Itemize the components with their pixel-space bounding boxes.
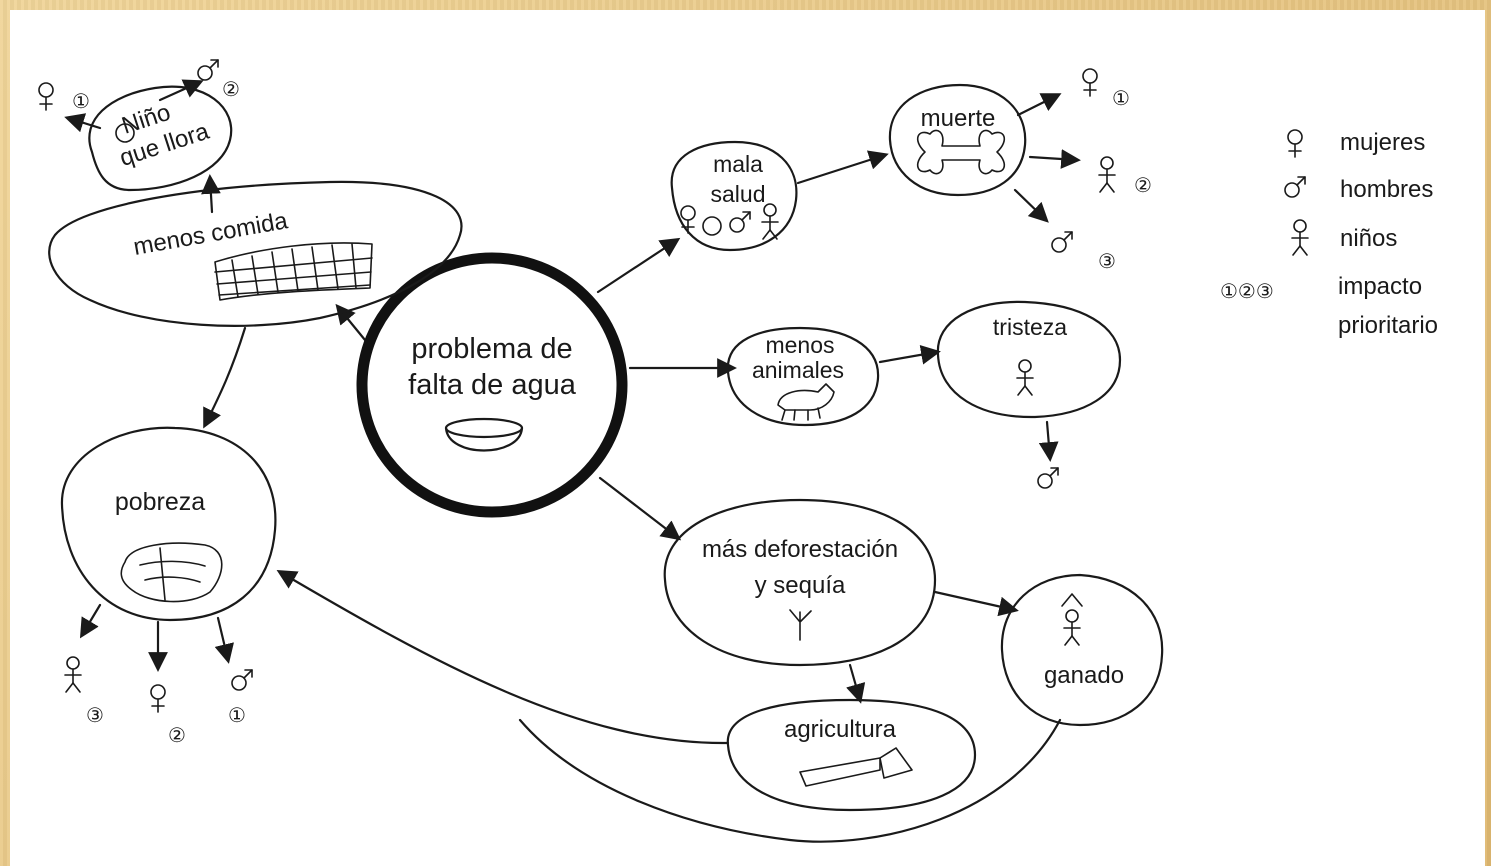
muerte-label: muerte	[921, 105, 996, 132]
man-symbol-icon	[1284, 176, 1306, 198]
dead-tree-icon	[789, 609, 812, 641]
priority-mark: ②	[168, 725, 186, 747]
mala-salud-line2: salud	[711, 181, 766, 207]
arrow-nino-woman	[64, 113, 102, 133]
animal-icon	[777, 383, 835, 421]
pobreza-man-mark: ①	[228, 669, 253, 727]
center-title-line2: falta de agua	[408, 369, 577, 401]
deforestacion-line2: y sequía	[755, 572, 846, 599]
menos-comida-label: menos comida	[131, 207, 290, 261]
agricultura-label: agricultura	[784, 716, 897, 743]
legend-impact-marks: ①②③	[1220, 281, 1274, 303]
priority-mark: ③	[1098, 251, 1116, 273]
mala-salud-line1: mala	[713, 151, 763, 177]
arrow-to-muerte	[796, 150, 889, 185]
woman-symbol-icon	[1287, 129, 1303, 158]
priority-mark: ①	[1112, 88, 1130, 110]
child-symbol-icon	[1291, 219, 1309, 256]
legend-impact-line2: prioritario	[1338, 312, 1438, 339]
priority-mark: ②	[1134, 175, 1152, 197]
node-menos-animales: menos animales	[726, 326, 880, 427]
pobreza-child-mark: ③	[64, 656, 104, 727]
priority-mark: ③	[86, 705, 104, 727]
muerte-woman-mark: ①	[1082, 68, 1130, 110]
arrow-to-deforestacion	[598, 476, 682, 541]
legend-men: hombres	[1340, 176, 1433, 203]
arrow-to-mala-salud	[596, 237, 681, 294]
node-tristeza: tristeza	[936, 300, 1122, 419]
node-pobreza: pobreza	[60, 426, 277, 622]
priority-mark: ①	[72, 91, 90, 113]
line-ganado-loop	[518, 718, 1062, 843]
arrow-to-nino	[201, 174, 221, 214]
herder-icon	[1063, 609, 1081, 646]
node-nino-que-llora: Niño que llora	[88, 85, 233, 192]
legend-impact-line1: impacto	[1338, 273, 1422, 300]
bowl-icon	[444, 417, 524, 452]
node-ganado: ganado	[1000, 573, 1164, 727]
crying-face-icon	[115, 123, 135, 143]
arrow-to-ganado	[933, 590, 1019, 617]
muerte-child-mark: ②	[1098, 156, 1152, 197]
pobreza-woman-mark: ②	[150, 684, 186, 747]
arrow-pobreza-man	[214, 616, 234, 664]
legend: mujeres hombres niños ①②③ impacto priori…	[1220, 129, 1438, 339]
menos-animales-line2: animales	[752, 357, 844, 383]
node-deforestacion: más deforestación y sequía	[663, 498, 937, 667]
field-icon	[214, 242, 373, 301]
center-title-line1: problema de	[411, 333, 572, 365]
deforestacion-line1: más deforestación	[702, 536, 898, 563]
ganado-label: ganado	[1044, 662, 1124, 689]
arrow-nino-man	[158, 79, 204, 102]
connector-arrows	[64, 79, 1081, 843]
diagram-sheet	[10, 10, 1485, 866]
arrow-tristeza-man	[1038, 420, 1059, 462]
menos-animales-line1: menos	[765, 332, 834, 358]
center-node: problema de falta de agua	[356, 252, 628, 518]
hat-icon	[1061, 593, 1083, 607]
node-agricultura: agricultura	[726, 698, 977, 812]
plough-icon	[799, 747, 913, 787]
muerte-man-mark: ③	[1051, 231, 1116, 273]
arrow-to-pobreza	[203, 326, 247, 429]
tristeza-man-mark	[1037, 467, 1059, 489]
arrow-agricultura-to-pobreza	[276, 569, 730, 745]
nino-woman-mark: ①	[38, 82, 90, 113]
tristeza-label: tristeza	[993, 314, 1067, 340]
arrow-muerte-child	[1028, 149, 1081, 169]
bone-icon	[916, 129, 1006, 175]
sad-child-icon	[1016, 359, 1034, 396]
legend-children: niños	[1340, 225, 1397, 252]
arrow-muerte-man	[1013, 188, 1049, 223]
priority-mark: ②	[222, 79, 240, 101]
people-group-icon	[680, 203, 779, 240]
cracked-earth-icon	[120, 542, 223, 603]
arrow-muerte-woman	[1016, 93, 1062, 117]
arrow-to-agricultura	[846, 663, 866, 704]
arrow-to-tristeza	[878, 344, 941, 365]
arrow-pobreza-child	[79, 603, 102, 639]
node-muerte: muerte	[888, 83, 1027, 197]
node-mala-salud: mala salud	[670, 140, 798, 252]
nino-man-mark: ②	[197, 59, 240, 101]
pobreza-label: pobreza	[115, 488, 205, 516]
legend-women: mujeres	[1340, 129, 1425, 156]
priority-mark: ①	[228, 705, 246, 727]
